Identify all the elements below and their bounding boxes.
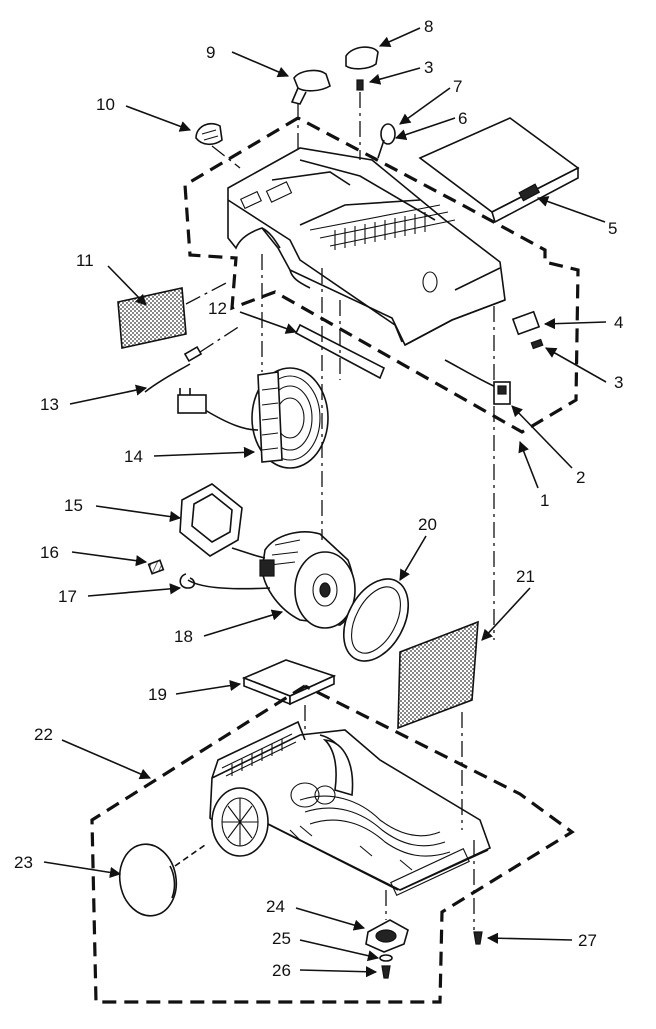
- callout-15: 15: [64, 496, 83, 515]
- bottom-housing-group-outline: [90, 684, 575, 1004]
- callout-25: 25: [272, 929, 291, 948]
- washer-25: [379, 954, 393, 962]
- callout-27: 27: [578, 931, 597, 950]
- callout-5: 5: [608, 219, 617, 238]
- caster-24: [365, 919, 409, 953]
- callout-1: 1: [540, 491, 549, 510]
- callout-8: 8: [424, 17, 433, 36]
- top-housing-group-outline: [183, 116, 580, 434]
- callout-22: 22: [34, 725, 53, 744]
- handle-knob-9: [290, 69, 331, 105]
- screw-27: [473, 931, 483, 945]
- clip-17: [179, 573, 196, 589]
- gasket-ring-20: [342, 578, 410, 662]
- callout-20: 20: [418, 515, 437, 534]
- handle-knob-8: [345, 46, 379, 70]
- callout-6: 6: [458, 109, 467, 128]
- bottom-housing: [209, 720, 491, 896]
- callout-23: 23: [14, 853, 33, 872]
- callout-14: 14: [124, 447, 143, 466]
- alignment-lines: [185, 92, 495, 930]
- callout-19: 19: [148, 685, 167, 704]
- screw-26: [381, 965, 391, 979]
- callout-24: 24: [266, 897, 285, 916]
- callout-7: 7: [453, 77, 462, 96]
- top-housing: [227, 147, 506, 347]
- callout-2: 2: [576, 468, 585, 487]
- callout-9: 9: [206, 43, 215, 62]
- exhaust-filter-11: [117, 287, 187, 349]
- callout-11: 11: [76, 251, 94, 270]
- callout-3-top: 3: [424, 58, 433, 77]
- callout-16: 16: [40, 543, 59, 562]
- callout-17: 17: [58, 587, 77, 606]
- motor-18: [187, 531, 356, 629]
- screw-3-right: [530, 338, 544, 350]
- filter-pad-19: [241, 659, 337, 706]
- switch-4: [511, 310, 541, 336]
- callout-26: 26: [272, 961, 291, 980]
- callout-3-right: 3: [614, 373, 623, 392]
- latch-7-6: [377, 123, 396, 159]
- grommet-10: [195, 122, 223, 146]
- callout-labels: 1 2 3 3 4 5 6 7 8 9 10 11 12 13 14 15 16…: [14, 17, 623, 980]
- callout-13: 13: [40, 395, 59, 414]
- bag-door: [418, 117, 580, 224]
- callout-18: 18: [174, 627, 193, 646]
- callout-4: 4: [614, 313, 623, 332]
- callout-10: 10: [96, 95, 115, 114]
- cord-piece-13: [144, 363, 191, 393]
- wheel-cap-23: [118, 843, 206, 917]
- gasket-15: [179, 483, 243, 557]
- screw-3-top: [356, 79, 364, 91]
- filter-21: [397, 620, 479, 730]
- spring-16: [147, 559, 165, 575]
- callout-21: 21: [516, 567, 535, 586]
- callout-12: 12: [208, 299, 227, 318]
- cord-reel-14: [177, 367, 329, 469]
- switch-2: [444, 359, 511, 405]
- leader-lines: [43, 27, 607, 978]
